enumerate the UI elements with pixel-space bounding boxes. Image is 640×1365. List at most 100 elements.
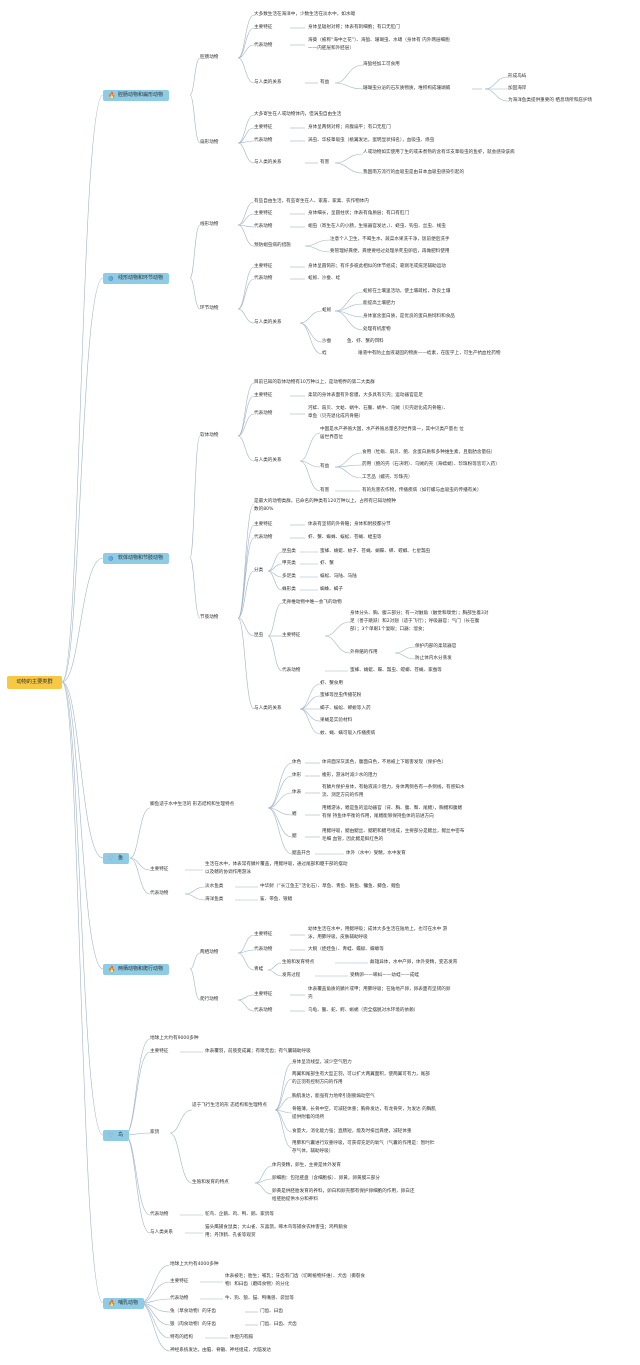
node-text: 蚯蚓在土壤里活动，使土壤疏松，改良土壤 [363, 289, 451, 294]
node-text: 蜜蜂、蜻蜓、蝶、瓢虫、螳螂、苍蝇、家蚕等 [350, 668, 442, 673]
node-text: 体内受精，卵生，主要是体外发育 [272, 1163, 341, 1168]
branch-molluscs-arthropods[interactable]: ◍软体动物和节肢动物 [103, 553, 170, 564]
node-molluscs[interactable]: 软体动物 [200, 433, 219, 438]
connector-line [237, 213, 255, 226]
node-text: 虾、蟹食用 [320, 681, 343, 686]
branch-label: 鸟 [118, 1132, 124, 1138]
node-text: 防止体内水分蒸发 [415, 656, 452, 661]
node-flatworms[interactable]: 扁形动物 [200, 140, 219, 145]
node-key: 主要特征 [170, 1279, 189, 1284]
connector-line [237, 278, 255, 310]
node-key: 沙蚕 [322, 339, 332, 344]
connector-line [61, 681, 104, 1304]
connector-line [334, 464, 363, 468]
node-text: 有的危害农作物，传播疾病（如钉螺与血吸虫的传播有关） [362, 488, 482, 493]
branch-fish[interactable]: ♡鱼 [103, 853, 130, 864]
globe-icon: ◍ [108, 555, 114, 562]
connector-line [334, 291, 364, 312]
node-key: 体色 [292, 760, 302, 765]
node-arthropods[interactable]: 节肢动物 [200, 615, 219, 620]
connector-line [139, 1281, 171, 1304]
node-text: 无脊椎动物中唯一会飞的动物 [282, 600, 342, 605]
node-key: 青蛙 [254, 967, 264, 972]
branch-birds[interactable]: ♡鸟 [103, 1130, 130, 1141]
node-key: 昆虫 [254, 633, 264, 638]
node-key: 淡水鱼类 [205, 884, 224, 889]
node-key: 主要特征 [150, 867, 169, 872]
node-key: 代表动物 [150, 1212, 169, 1217]
connector-line [189, 952, 201, 970]
node-text: 蚯蚓、沙蚕、蛭 [308, 276, 341, 281]
node-key: 主要特征 [254, 125, 273, 130]
connector-line [394, 646, 416, 654]
node-text: 有鳞片保护身体，有黏液减少阻力，身体两侧各有一条侧线，有感知水 [322, 785, 465, 790]
node-text: 提供附着的场所 [292, 1115, 325, 1120]
connector-line [394, 652, 416, 660]
node-text: 章鱼（贝壳退化成内骨骼） [308, 414, 364, 419]
node-key: 生殖和发育的特点 [192, 1180, 229, 1185]
node-reptiles[interactable]: 爬行动物 [200, 997, 219, 1002]
node-text: 蝎子、蜈蚣、蝉蜕等入药 [320, 706, 371, 711]
node-text: 食量大，消化能力强；直肠短，能及时排出粪便，减轻体重 [292, 1129, 412, 1134]
node-text: 部）；3个单眼1个复眼；口器：溜食； [350, 627, 428, 632]
node-text: 人或动物如实使用了生的或未煮熟的含有华支睾吸虫的鱼虾，就会感染该病 [363, 150, 515, 155]
connector-line [237, 44, 255, 59]
node-text: 柔软的身体表面有外套膜，大多具有贝壳；运动器官是足 [308, 393, 423, 398]
node-text: 体表有坚韧的外骨骼；身体和附肢都分节 [308, 522, 391, 527]
branch-mammals[interactable]: 🔥哺乳动物 [103, 1298, 145, 1309]
node-annelids[interactable]: 环节动物 [200, 306, 219, 311]
branch-roundworms-annelids[interactable]: ◍线形动物和环节动物 [103, 273, 170, 284]
connector-line [254, 1165, 273, 1184]
branch-cnidarians-flatworms[interactable]: 🔥腔肠动物和扁形动物 [103, 90, 170, 101]
connector-line [267, 775, 293, 809]
connector-line [237, 994, 255, 1001]
node-text: 卵细胞：包括胚盘（含细胞核）、卵黄，卵黄膜三部分 [272, 1176, 380, 1181]
branch-amphibians-reptiles[interactable]: 🔥两栖动物和爬行动物 [103, 964, 170, 975]
node-text: 毛细 血管，因此鳃是鲜红色的 [322, 837, 384, 842]
node-key: 代表动物 [170, 1296, 189, 1301]
root-node[interactable]: 动物的主要类群 [7, 676, 62, 689]
node-text: 用；丹顶鹤、孔雀等观赏 [205, 1233, 256, 1238]
node-text: 雌雄异体，水中产卵，体外受精，变态发育 [370, 960, 458, 965]
node-bird-adaptation[interactable]: 适于飞行生活的形 态结构和生理特点 [192, 1103, 267, 1108]
node-pigeon[interactable]: 家鸽 [150, 1130, 160, 1135]
node-text: 保护内部的柔软器官 [415, 644, 457, 649]
node-text: 身体富含蛋白质，是优良的蛋白质饲料和食品 [363, 314, 455, 319]
node-text: 大鲵（娃娃鱼）、青蛙、蟾蜍、蝾螈等 [308, 947, 384, 952]
node-text: 药用（鲍的壳（石决明）、乌贼的壳（海螵蛸）、珍珠粉等皆可入药） [362, 462, 500, 467]
node-text: 鸵鸟、企鹅、鸡、鸭、鹅、家鸽等 [205, 1212, 274, 1217]
node-roundworms[interactable]: 线形动物 [200, 222, 219, 227]
node-text: 海葵（被称“海中之花”）、海蜇、珊瑚虫、水螅（身体有 内外两层细胞 [308, 38, 450, 43]
connector-line [299, 432, 321, 462]
heart-icon: ♡ [108, 1132, 114, 1139]
node-text: 胸肌发达，能强有力地牵引翅膀煽动空气 [292, 1094, 375, 1099]
node-key: 有害 [320, 488, 330, 493]
node-text: 生活在水中，体表常有鳞片覆盖，用鳃呼吸，通过尾部和躯干部的摆动 [205, 862, 348, 867]
connector-line [237, 382, 255, 437]
node-key: 代表动物 [254, 43, 273, 48]
connector-line [237, 617, 255, 710]
node-fish-adaptation[interactable]: 鲫鱼适于水中生活的 形态结构和生理特点 [150, 802, 235, 807]
node-key: 主要特征 [150, 1049, 169, 1054]
connector-line [237, 952, 255, 971]
node-text: 门齿、臼齿 [260, 1309, 283, 1314]
node-key: 主要特征 [254, 393, 273, 398]
connector-line [237, 395, 255, 437]
connector-line [334, 310, 364, 331]
connector-line [237, 224, 255, 228]
node-key: 主要特征 [254, 992, 273, 997]
node-key: 主要特征 [254, 25, 273, 30]
node-key: 蚯蚓 [322, 308, 332, 313]
node-text: 蜜蜂等昆虫传播花粉 [320, 693, 362, 698]
node-key: 蛛形类 [282, 587, 296, 592]
node-text: 中华鲟（“长江鱼王”活化石）、草鱼、青鱼、鲢鱼、鳙鱼、鲫鱼、鲤鱼 [260, 884, 401, 889]
node-text: 身体呈辐射对称；体表有刺细胞；有口无肛门 [308, 25, 400, 30]
node-text: 果蝇是实验材料 [320, 718, 353, 723]
connector-line [61, 557, 104, 683]
node-amphibians[interactable]: 两栖动物 [200, 950, 219, 955]
branch-label: 哺乳动物 [118, 1300, 139, 1306]
node-cnidarians[interactable]: 腔肠动物 [200, 55, 219, 60]
connector-line [189, 968, 201, 1001]
globe-icon: ◍ [108, 275, 114, 282]
connector-line [61, 277, 104, 683]
